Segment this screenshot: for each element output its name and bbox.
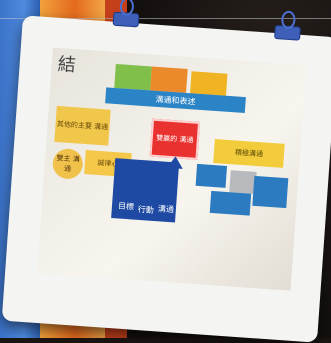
bottom-item-3: 溝通: [158, 203, 175, 215]
box-right: 積極溝通: [213, 139, 285, 168]
box-green: [114, 64, 152, 90]
clip-right: [274, 25, 301, 41]
clip-left: [113, 12, 140, 28]
photo-frame: 結 溝通和表述 其他的主要 溝通 雙主 溝通 誠律心 雙贏的 溝通 積極溝通 目…: [2, 15, 331, 342]
box-left-top: 其他的主要 溝通: [54, 106, 110, 146]
bottom-item-2: 行動: [137, 204, 154, 216]
box-right-4: [210, 191, 251, 216]
arrow-up: [167, 156, 184, 169]
box-orange: [150, 66, 188, 92]
bottom-item-1: 目標: [118, 200, 135, 212]
box-yellow: [190, 71, 227, 95]
center-box: 雙贏的 溝通: [150, 119, 201, 160]
circle-left: 雙主 溝通: [52, 148, 84, 180]
slide-title: 結: [57, 50, 77, 77]
box-right-1: [196, 164, 227, 188]
box-right-3: [252, 176, 288, 208]
slide-photo: 結 溝通和表述 其他的主要 溝通 雙主 溝通 誠律心 雙贏的 溝通 積極溝通 目…: [37, 48, 306, 291]
